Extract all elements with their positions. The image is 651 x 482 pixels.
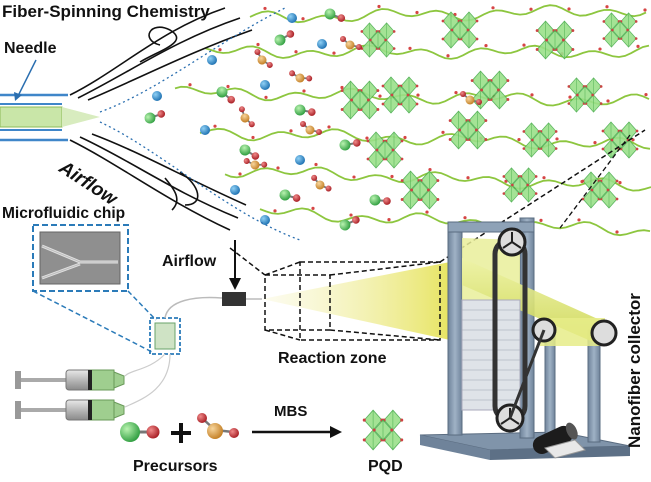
- precursor-molecule: [369, 194, 391, 206]
- pqd-label: PQD: [368, 458, 403, 475]
- needle: [0, 59, 100, 142]
- precursor-ion: [200, 125, 210, 135]
- needle-label: Needle: [4, 40, 57, 57]
- precursor-ion: [287, 13, 297, 23]
- precursor-green-red-molecule: [120, 422, 160, 442]
- precursor-ion: [260, 80, 270, 90]
- pqd-crystal: [362, 409, 404, 451]
- chip-label: Microfluidic chip: [2, 205, 126, 222]
- pqd-crystal: [567, 77, 603, 113]
- nanofiber-collector: [419, 217, 631, 460]
- pqd-crystal: [581, 171, 619, 209]
- precursor-molecule: [216, 86, 235, 104]
- fiber-strand: [249, 4, 647, 24]
- syringe-upper: [15, 369, 125, 391]
- pqd-crystal: [470, 70, 510, 110]
- mbs-arrow: [252, 426, 342, 438]
- precursor-molecule: [324, 8, 346, 22]
- zoom-line: [559, 134, 631, 229]
- pqd-crystal: [381, 76, 419, 114]
- precursor-molecule: [294, 104, 316, 116]
- pqd-crystal: [360, 22, 396, 58]
- airflow-label-mid: Airflow: [162, 253, 217, 270]
- spinning-nozzle: [222, 292, 246, 306]
- precursor-molecule: [274, 30, 295, 46]
- reaction-zone-label: Reaction zone: [278, 350, 387, 367]
- fiber-strand: [204, 44, 650, 60]
- fiber-strand: [224, 166, 651, 192]
- precursor-ion: [230, 185, 240, 195]
- pqd-crystal: [601, 121, 639, 159]
- precursor-molecule: [460, 91, 482, 105]
- pqd-crystal: [448, 110, 488, 150]
- pqd-crystal: [535, 20, 575, 60]
- pqd-crystal: [400, 170, 440, 210]
- pqd-crystal: [522, 122, 558, 158]
- pqd-product-crystal: [362, 409, 404, 451]
- collector-label: Nanofiber collector: [625, 293, 644, 448]
- nanofiber-strands: [174, 4, 651, 237]
- pqd-crystal: [340, 80, 380, 120]
- airflow-arrow: [229, 240, 241, 290]
- precursor-ion: [317, 39, 327, 49]
- precursor-molecule: [279, 189, 301, 202]
- precursor-molecule: [238, 106, 255, 128]
- pqd-crystal: [366, 131, 404, 169]
- precursor-ion: [260, 215, 270, 225]
- fiber-strand: [174, 85, 650, 107]
- precursors-label: Precursors: [133, 458, 218, 475]
- microfluidic-chip: [124, 296, 223, 408]
- precursor-molecule: [239, 144, 260, 160]
- precursor-molecule: [340, 36, 362, 50]
- plume-boundary-upper: [99, 7, 286, 113]
- plus-sign: [171, 423, 191, 443]
- syringe-lower: [15, 399, 125, 421]
- mbs-label: MBS: [274, 403, 308, 420]
- precursor-molecule: [289, 70, 313, 83]
- precursor-molecule: [339, 139, 361, 151]
- precursor-molecule: [311, 174, 332, 192]
- microfluidic-chip-inset: [32, 224, 157, 353]
- precursor-molecule: [300, 121, 322, 135]
- diagram-title: Fiber-Spinning Chemistry: [2, 2, 210, 21]
- precursor-ion: [295, 155, 305, 165]
- precursor-ion: [152, 91, 162, 101]
- pqd-crystal: [602, 12, 638, 48]
- precursor-orange-molecule: [197, 413, 239, 439]
- plume-boundary-lower: [99, 121, 301, 241]
- fiber-strand: [199, 127, 651, 150]
- precursor-molecule: [144, 110, 166, 124]
- precursor-molecule: [243, 158, 268, 170]
- pqd-crystals: [340, 11, 639, 210]
- pqd-crystal: [441, 11, 479, 49]
- precursor-particles: [144, 8, 482, 231]
- jet-cone: [262, 262, 450, 340]
- precursor-molecule: [339, 216, 360, 231]
- precursor-molecule: [254, 48, 273, 68]
- precursor-ion: [207, 55, 217, 65]
- pqd-crystal: [502, 167, 538, 203]
